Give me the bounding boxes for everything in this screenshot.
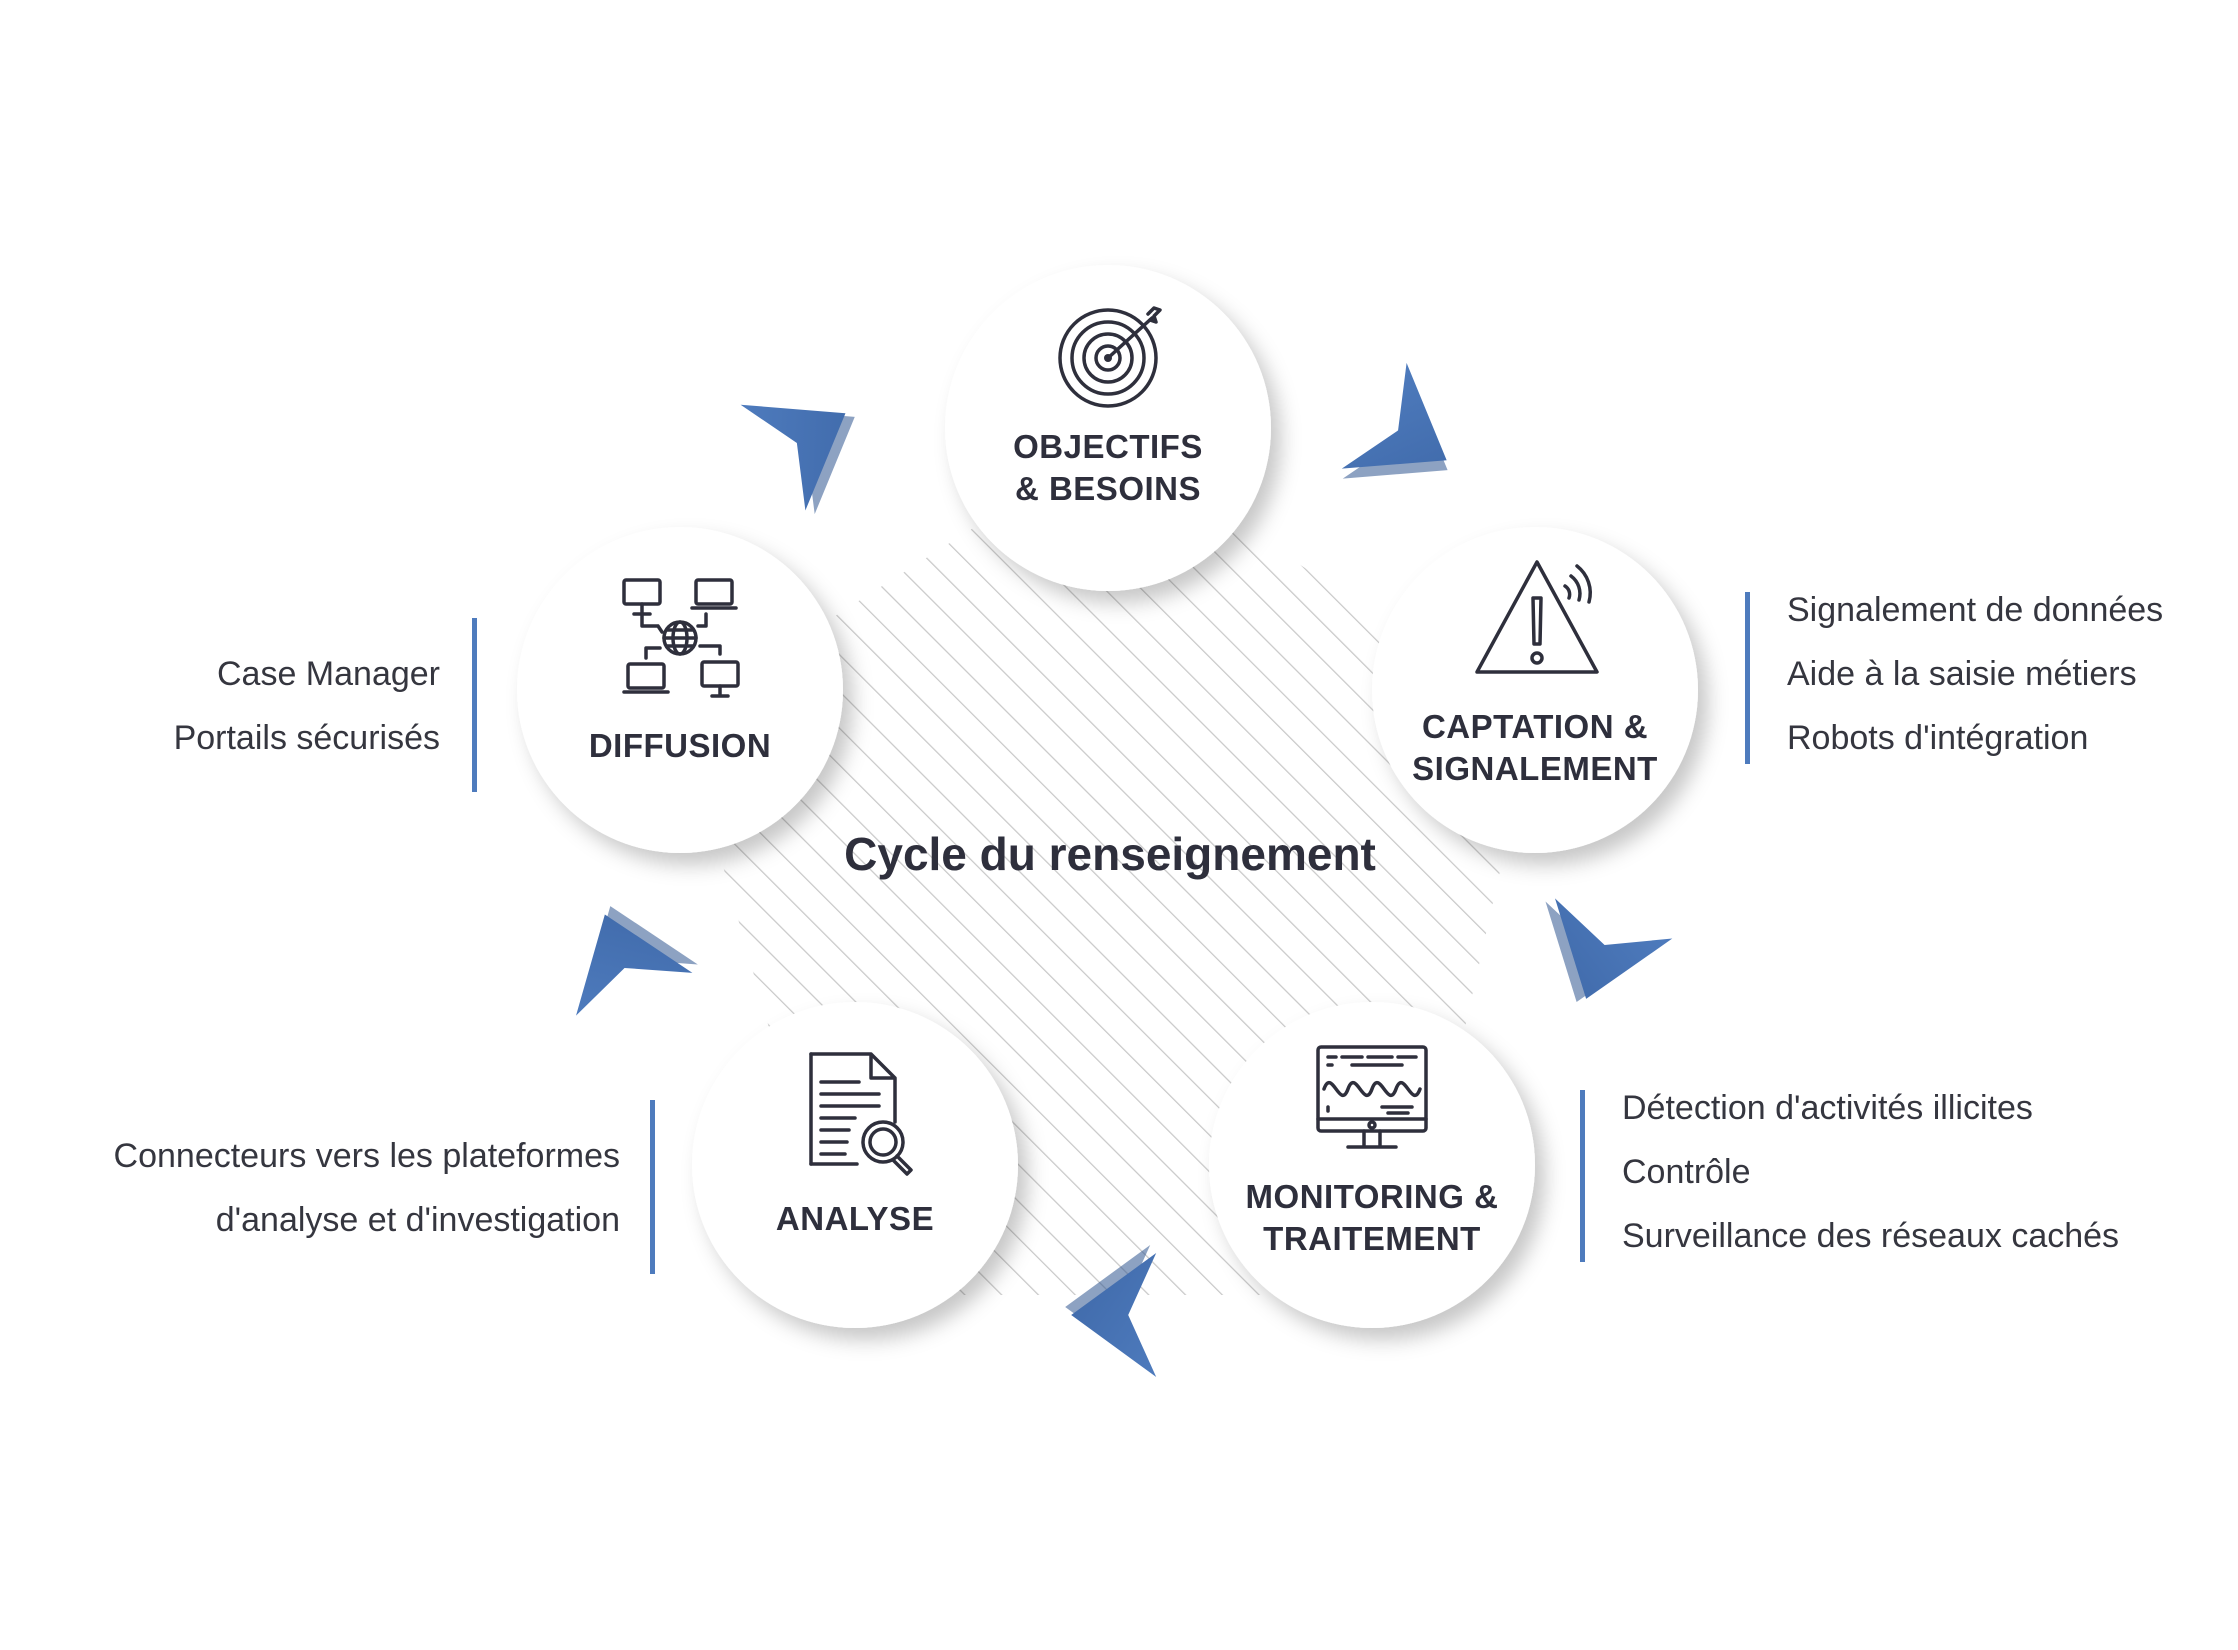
stage-objectifs: OBJECTIFS & BESOINS (945, 265, 1271, 591)
stage-circle (1209, 1002, 1535, 1328)
diagram-title: Cycle du renseignement (844, 828, 1376, 880)
detail-item: Signalement de données (1787, 591, 2164, 629)
cycle-stages: OBJECTIFS & BESOINS CAPTATION & SIGNALEMENT… (517, 265, 1698, 1328)
cycle-arrow-captation-to-monitoring (1545, 898, 1673, 1002)
diffusion-details-bar (472, 618, 477, 792)
analyse-details-bar (650, 1100, 655, 1274)
stage-label: ANALYSE (776, 1200, 934, 1237)
stage-captation: CAPTATION & SIGNALEMENT (1372, 527, 1698, 853)
analyse-details: Connecteurs vers les plateformes d'analy… (114, 1124, 620, 1252)
stage-circle (517, 527, 843, 853)
cycle-arrows (576, 362, 1673, 1377)
stage-label: SIGNALEMENT (1412, 750, 1658, 787)
detail-item: Portails sécurisés (173, 719, 440, 757)
target-icon (1058, 306, 1162, 408)
cycle-arrow-analyse-to-diffusion (576, 906, 698, 1016)
captation-details-bar (1745, 592, 1750, 764)
network-computers-icon (622, 578, 740, 698)
detail-item: Robots d'intégration (1787, 719, 2089, 757)
stage-circle (945, 265, 1271, 591)
monitoring-details-bar (1580, 1090, 1585, 1262)
cycle-arrow-objectifs-to-captation (1341, 362, 1448, 479)
warning-signal-icon (1475, 560, 1599, 674)
stage-label: MONITORING & (1246, 1178, 1499, 1215)
stage-monitoring: MONITORING & TRAITEMENT (1209, 1002, 1535, 1328)
detail-item: Détection d'activités illicites (1622, 1089, 2033, 1127)
cycle-arrow-diffusion-to-objectifs (740, 404, 855, 515)
detail-item: Connecteurs vers les plateformes (113, 1137, 620, 1175)
detail-item: Surveillance des réseaux cachés (1622, 1217, 2120, 1255)
diffusion-details: Case Manager Portails sécurisés (174, 642, 440, 770)
detail-item: Aide à la saisie métiers (1787, 655, 2137, 693)
stage-diffusion: DIFFUSION (517, 527, 843, 853)
stage-label: OBJECTIFS (1013, 428, 1203, 465)
stage-label: TRAITEMENT (1263, 1220, 1481, 1257)
cycle-arrow-monitoring-to-analyse (1065, 1245, 1157, 1377)
stage-analyse: ANALYSE (692, 1002, 1018, 1328)
monitor-waveform-icon (1316, 1045, 1428, 1149)
stage-label: CAPTATION & (1422, 708, 1648, 745)
detail-item: d'analyse et d'investigation (215, 1201, 620, 1239)
stage-label: & BESOINS (1015, 470, 1201, 507)
detail-item: Case Manager (216, 655, 440, 693)
document-search-icon (809, 1052, 913, 1176)
captation-details: Signalement de données Aide à la saisie … (1787, 578, 2163, 770)
detail-item: Contrôle (1622, 1153, 1751, 1191)
stage-circle (1372, 527, 1698, 853)
monitoring-details: Détection d'activités illicites Contrôle… (1622, 1076, 2119, 1268)
stage-label: DIFFUSION (589, 727, 771, 764)
